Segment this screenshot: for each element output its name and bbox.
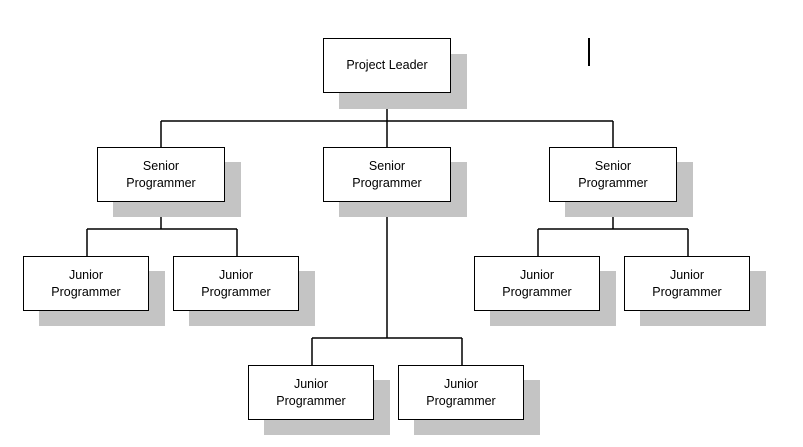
text-cursor — [588, 38, 590, 66]
node-senior-programmer-middle: Senior Programmer — [323, 147, 451, 202]
node-senior-programmer-right: Senior Programmer — [549, 147, 677, 202]
node-junior-programmer-middle-2: Junior Programmer — [398, 365, 524, 420]
node-junior-programmer-left-2: Junior Programmer — [173, 256, 299, 311]
node-junior-programmer-right-2: Junior Programmer — [624, 256, 750, 311]
node-junior-programmer-right-1: Junior Programmer — [474, 256, 600, 311]
node-junior-programmer-middle-1: Junior Programmer — [248, 365, 374, 420]
node-project-leader: Project Leader — [323, 38, 451, 93]
node-junior-programmer-left-1: Junior Programmer — [23, 256, 149, 311]
node-senior-programmer-left: Senior Programmer — [97, 147, 225, 202]
